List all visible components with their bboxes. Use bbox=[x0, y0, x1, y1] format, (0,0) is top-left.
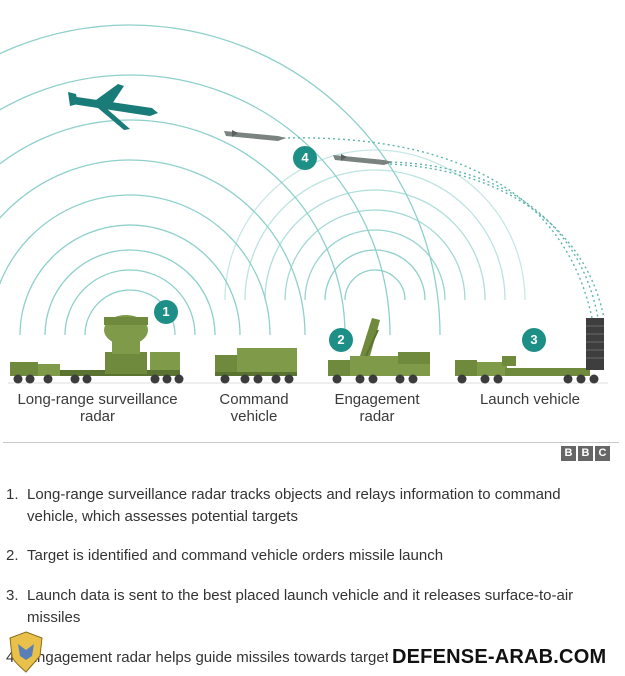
engagement-waves bbox=[224, 149, 526, 301]
surveillance-waves bbox=[0, 24, 441, 336]
watermark-text: DEFENSE-ARAB.COM bbox=[388, 646, 611, 669]
label-line: radar bbox=[79, 408, 116, 425]
diagram-graphic bbox=[0, 24, 608, 384]
label-line: Command bbox=[219, 391, 289, 408]
label-line: vehicle bbox=[230, 408, 278, 425]
label-long-range-radar: Long-range surveillance radar bbox=[5, 391, 190, 425]
step-text: Launch data is sent to the best placed l… bbox=[27, 587, 574, 626]
launch-vehicle bbox=[455, 318, 604, 384]
label-line: Engagement bbox=[334, 391, 420, 408]
divider bbox=[3, 442, 619, 443]
label-command-vehicle: Command vehicle bbox=[204, 391, 304, 425]
step-1-badge: 1 bbox=[154, 300, 178, 324]
bbc-letter: C bbox=[595, 446, 610, 461]
step-2-badge: 2 bbox=[329, 328, 353, 352]
step-number: 3. bbox=[6, 587, 19, 604]
watermark-logo-icon bbox=[9, 631, 43, 673]
step-text: Long-range surveillance radar tracks obj… bbox=[27, 486, 561, 525]
step-3-badge: 3 bbox=[522, 328, 546, 352]
missile bbox=[333, 154, 393, 165]
missile-trajectories bbox=[282, 137, 605, 319]
command-vehicle bbox=[215, 348, 297, 384]
label-line: radar bbox=[359, 408, 395, 425]
bbc-letter: B bbox=[578, 446, 593, 461]
step-number: 1. bbox=[6, 486, 19, 503]
sam-system-diagram: 1 2 3 4 Long-range surveillance radar Co… bbox=[0, 24, 608, 425]
missile bbox=[224, 130, 286, 141]
step-text: Target is identified and command vehicle… bbox=[27, 547, 444, 564]
label-launch-vehicle: Launch vehicle bbox=[479, 391, 581, 408]
bbc-letter: B bbox=[561, 446, 576, 461]
label-engagement-radar: Engagement radar bbox=[322, 391, 432, 425]
step-4-badge: 4 bbox=[293, 146, 317, 170]
engagement-radar-vehicle bbox=[328, 318, 430, 384]
label-line: Long-range surveillance bbox=[17, 391, 178, 408]
aircraft-icon bbox=[68, 84, 158, 130]
surveillance-radar-vehicle bbox=[10, 315, 184, 384]
step-text: Engagement radar helps guide missiles to… bbox=[27, 649, 389, 666]
bbc-logo: B B C bbox=[561, 446, 610, 461]
step-number: 2. bbox=[6, 547, 19, 564]
